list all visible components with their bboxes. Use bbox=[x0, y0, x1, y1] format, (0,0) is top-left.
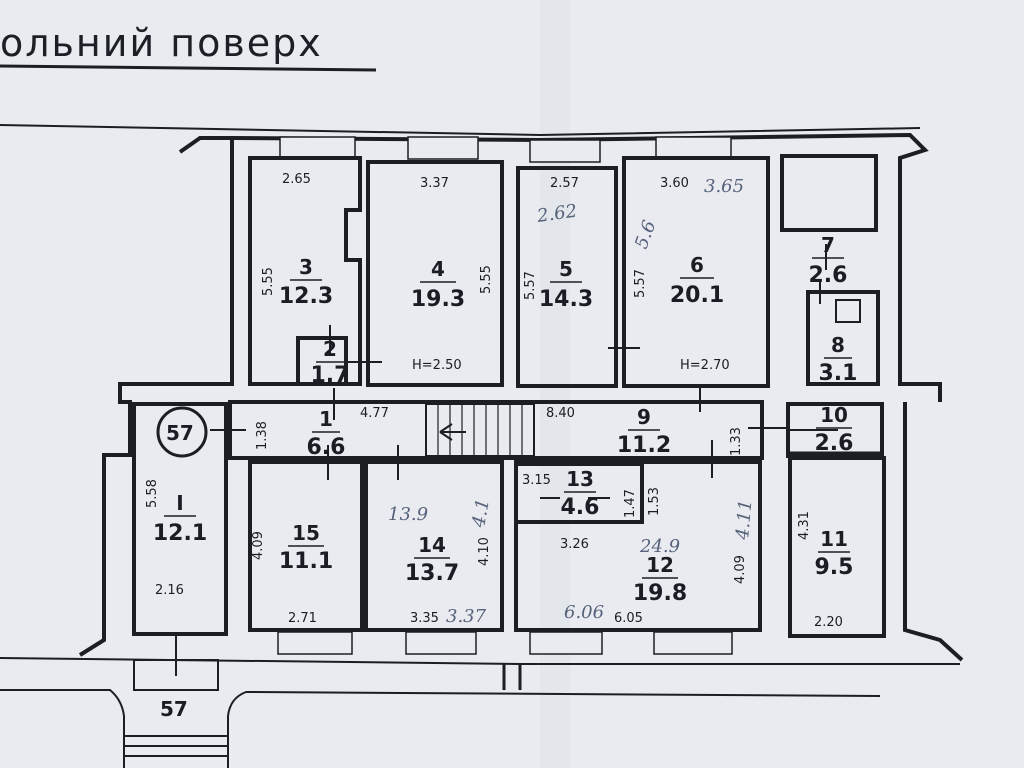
dim-roomI-width: 2.16 bbox=[155, 583, 184, 598]
dim-room13-width: 3.15 bbox=[522, 473, 551, 488]
dim-corridor-width-2: 1.33 bbox=[729, 427, 744, 456]
room-13-number: 13 bbox=[566, 467, 594, 491]
dim-height-2: H=2.70 bbox=[680, 358, 730, 373]
room-3-number: 3 bbox=[299, 255, 313, 279]
room-15-area: 11.1 bbox=[279, 549, 333, 574]
note-4-11: 4.11 bbox=[732, 499, 757, 542]
room-8-number: 8 bbox=[831, 333, 845, 357]
room-3-area: 12.3 bbox=[279, 284, 333, 309]
room-10-area: 2.6 bbox=[815, 431, 854, 456]
dim-roomI-depth: 5.58 bbox=[145, 479, 160, 508]
dim-room3-depth: 5.55 bbox=[261, 267, 276, 296]
dim-room11-depth: 4.31 bbox=[797, 511, 812, 540]
room-2-area: 1.7 bbox=[311, 363, 350, 388]
dim-room4-width: 3.37 bbox=[420, 176, 449, 191]
dim-room15-width: 2.71 bbox=[288, 611, 317, 626]
room-I-area: 12.1 bbox=[153, 521, 207, 546]
note-3-65: 3.65 bbox=[704, 176, 744, 197]
dim-room5-depth: 5.57 bbox=[523, 271, 538, 300]
room-6-number: 6 bbox=[690, 253, 704, 277]
room-9-number: 9 bbox=[637, 405, 651, 429]
room-12-number: 12 bbox=[646, 553, 674, 577]
dim-room3-width: 2.65 bbox=[282, 172, 311, 187]
dim-room12-depth: 4.09 bbox=[733, 555, 748, 584]
note-6-06: 6.06 bbox=[564, 602, 604, 623]
dim-room6-width: 3.60 bbox=[660, 176, 689, 191]
dim-room6-depth: 5.57 bbox=[633, 269, 648, 298]
room-5-number: 5 bbox=[559, 257, 573, 281]
room-9-area: 11.2 bbox=[617, 433, 671, 458]
dim-room15-depth: 4.09 bbox=[251, 531, 266, 560]
room-I-number: I bbox=[176, 491, 183, 515]
room-5-area: 14.3 bbox=[539, 287, 593, 312]
room-7-number: 7 bbox=[821, 233, 835, 257]
room-4-number: 4 bbox=[431, 257, 445, 281]
room-1-area: 6.6 bbox=[307, 435, 346, 460]
room-15-number: 15 bbox=[292, 521, 320, 545]
room-8-area: 3.1 bbox=[819, 361, 858, 386]
room-12-area: 19.8 bbox=[633, 581, 687, 606]
note-13-9: 13.9 bbox=[388, 504, 428, 525]
dim-corridor-1: 4.77 bbox=[360, 406, 389, 421]
dim-room12-depth-a: 1.53 bbox=[647, 487, 662, 516]
room-2-number: 2 bbox=[323, 337, 337, 361]
dim-room12-width-a: 3.26 bbox=[560, 537, 589, 552]
room-7-area: 2.6 bbox=[809, 263, 848, 288]
building-number: 57 bbox=[166, 421, 194, 445]
street-number: 57 bbox=[160, 697, 188, 721]
dim-room11-width: 2.20 bbox=[814, 615, 843, 630]
dim-room5-width: 2.57 bbox=[550, 176, 579, 191]
note-24-9: 24.9 bbox=[639, 536, 680, 557]
room-1-number: 1 bbox=[319, 407, 333, 431]
dim-room12-width: 6.05 bbox=[614, 611, 643, 626]
dim-room13-depth: 1.47 bbox=[623, 489, 638, 518]
dim-height-1: H=2.50 bbox=[412, 358, 462, 373]
floor-title: ольний поверх bbox=[0, 21, 323, 65]
dim-room14-depth: 4.10 bbox=[477, 537, 492, 566]
room-14-number: 14 bbox=[418, 533, 446, 557]
room-10-number: 10 bbox=[820, 403, 848, 427]
note-3-37: 3.37 bbox=[446, 606, 487, 627]
room-14-area: 13.7 bbox=[405, 561, 459, 586]
note-5-6: 5.6 bbox=[631, 218, 661, 252]
note-2-62: 2.62 bbox=[535, 201, 579, 228]
room-6-area: 20.1 bbox=[670, 283, 724, 308]
dim-corridor-9: 8.40 bbox=[546, 406, 575, 421]
building-number-circle bbox=[156, 406, 208, 458]
dim-corridor-width: 1.38 bbox=[255, 421, 270, 450]
room-4-area: 19.3 bbox=[411, 287, 465, 312]
room-13-area: 4.6 bbox=[561, 495, 600, 520]
room-11-number: 11 bbox=[820, 527, 848, 551]
note-4-1-a: 4.1 bbox=[468, 497, 494, 530]
dim-room14-width: 3.35 bbox=[410, 611, 439, 626]
dim-room4-depth: 5.55 bbox=[479, 265, 494, 294]
room-11-area: 9.5 bbox=[815, 555, 854, 580]
